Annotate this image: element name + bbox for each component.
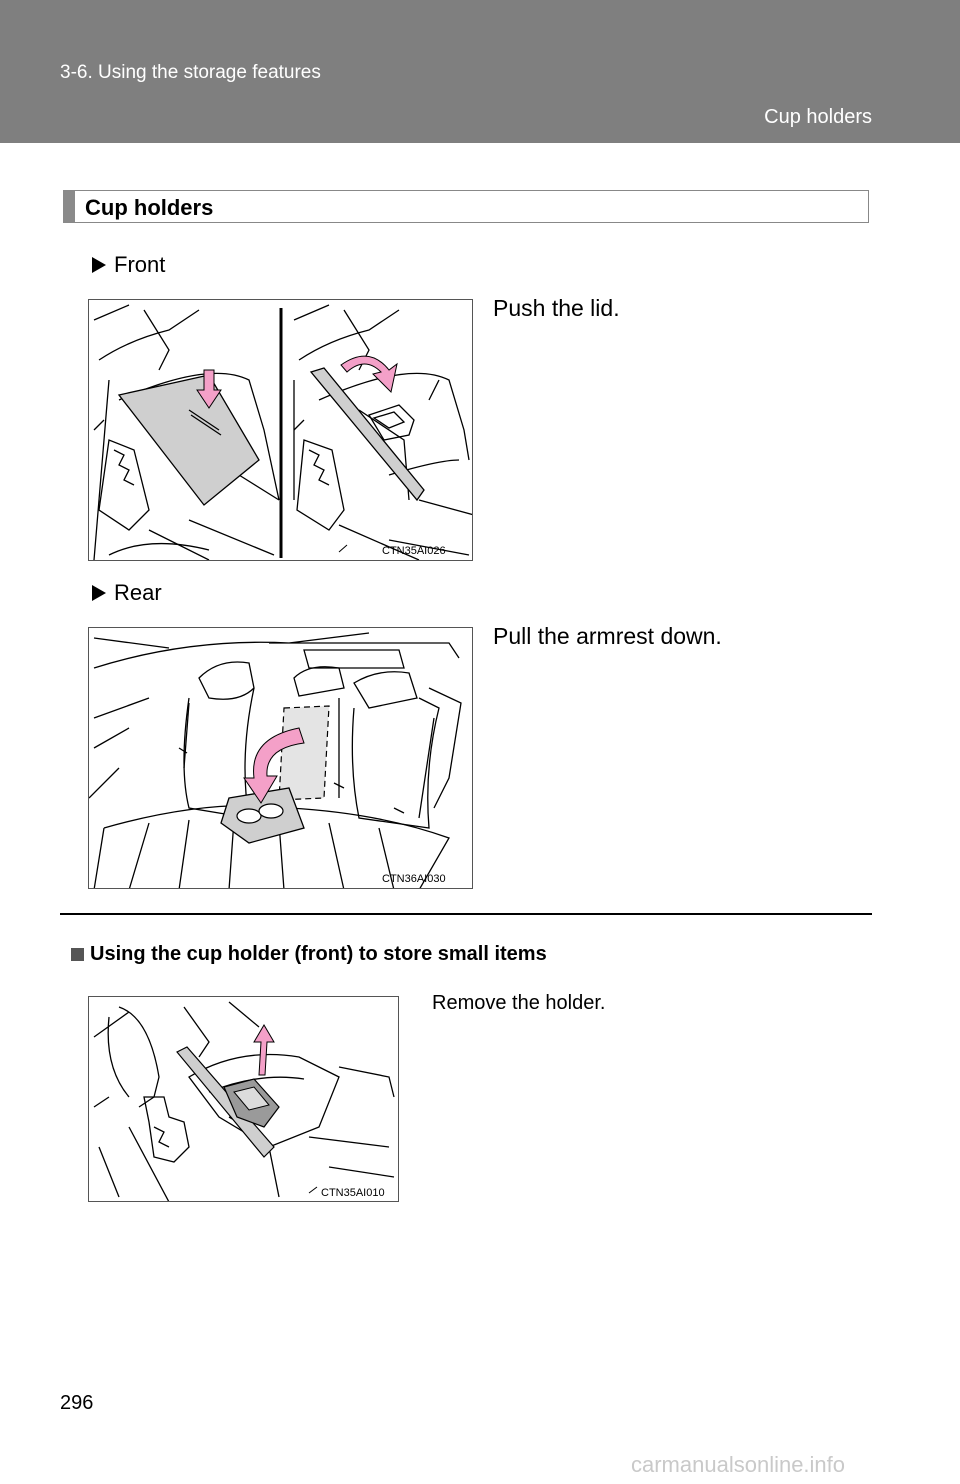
- small-items-instruction: Remove the holder.: [432, 992, 606, 1014]
- triangle-bullet-icon: [92, 585, 106, 601]
- rear-figure-code: CTN36AI030: [382, 873, 446, 885]
- header-section-label: 3-6. Using the storage features: [60, 62, 321, 83]
- small-items-heading: Using the cup holder (front) to store sm…: [71, 943, 547, 966]
- section-title: Cup holders: [85, 195, 214, 220]
- rear-seat-illustration: [89, 632, 462, 888]
- small-items-heading-text: Using the cup holder (front) to store sm…: [90, 943, 547, 965]
- header-page-title: Cup holders: [764, 106, 872, 128]
- rear-bullet: Rear: [92, 580, 162, 606]
- section-divider: [60, 913, 872, 915]
- remove-holder-figure: CTN35AI010: [88, 996, 399, 1202]
- rear-cup-holder-figure: CTN36AI030: [88, 627, 473, 889]
- page-number: 296: [60, 1392, 94, 1414]
- front-instruction: Push the lid.: [493, 295, 620, 321]
- watermark: carmanualsonline.info: [631, 1452, 846, 1477]
- rear-instruction: Pull the armrest down.: [493, 623, 722, 649]
- front-cup-holder-figure: CTN35AI026: [88, 299, 473, 561]
- front-bullet: Front: [92, 252, 165, 278]
- small-items-figure-code: CTN35AI010: [321, 1187, 385, 1199]
- rear-label: Rear: [114, 580, 162, 605]
- section-title-box: Cup holders: [63, 190, 869, 223]
- front-label: Front: [114, 252, 166, 277]
- square-bullet-icon: [71, 948, 84, 961]
- front-figure-code: CTN35AI026: [382, 545, 446, 557]
- page-header: 3-6. Using the storage features Cup hold…: [0, 0, 960, 143]
- triangle-bullet-icon: [92, 257, 106, 273]
- remove-holder-illustration: [93, 1001, 395, 1201]
- front-console-illustration: [93, 304, 472, 560]
